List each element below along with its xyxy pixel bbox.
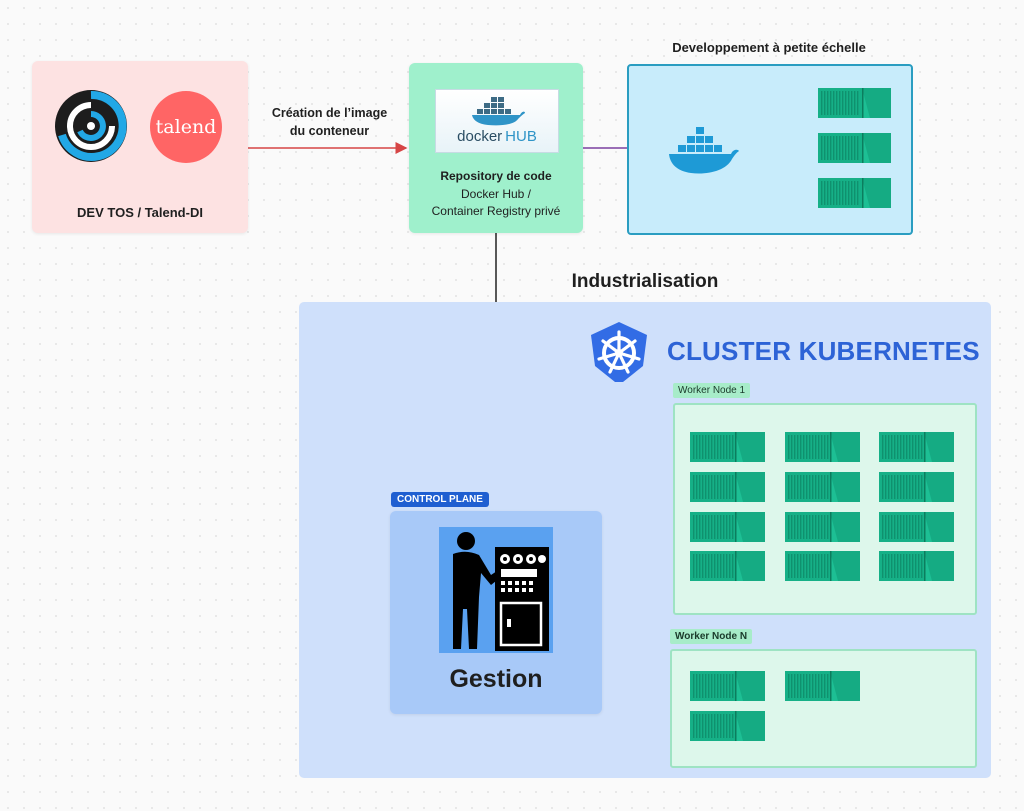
container-server-icon: [785, 472, 860, 502]
container-server-icon: [818, 178, 891, 208]
dev-card: talend DEV TOS / Talend-DI: [32, 61, 248, 233]
container-server-icon: [690, 432, 765, 462]
talend-open-studio-spiral-icon: [54, 89, 128, 163]
small-scale-title: Developpement à petite échelle: [672, 40, 866, 55]
talend-logo: talend: [150, 91, 222, 163]
control-plane-label: Gestion: [449, 665, 543, 693]
worker-node-1-tag: Worker Node 1: [673, 383, 751, 398]
worker-node-n-tag: Worker Node N: [670, 629, 753, 644]
repo-title: Repository de code: [440, 169, 552, 183]
talend-logo-text: talend: [155, 116, 217, 138]
cluster-title: CLUSTER KUBERNETES: [667, 336, 980, 366]
container-server-icon: [690, 711, 765, 741]
image-creation-label: Création de l’image du conteneur: [271, 106, 388, 138]
container-server-icon: [785, 551, 860, 581]
docker-whale-icon: [472, 97, 525, 126]
container-server-icon: [690, 472, 765, 502]
industrialisation-title: Industrialisation: [571, 271, 719, 292]
container-server-icon: [879, 551, 954, 581]
container-server-icon: [879, 512, 954, 542]
container-server-icon: [818, 88, 891, 118]
operator-machine-icon: [439, 527, 553, 653]
container-server-icon: [785, 671, 860, 701]
control-plane-tag: CONTROL PLANE: [391, 492, 489, 507]
repo-line1: Docker Hub /: [460, 187, 532, 201]
worker-node-n: [670, 649, 977, 768]
kubernetes-helm-icon: [586, 320, 652, 384]
control-plane-card: Gestion: [390, 511, 602, 714]
container-server-icon: [785, 512, 860, 542]
docker-whale-icon: [669, 127, 739, 174]
container-server-icon: [690, 551, 765, 581]
dev-label: DEV TOS / Talend-DI: [77, 205, 203, 220]
container-server-icon: [879, 472, 954, 502]
container-server-icon: [785, 432, 860, 462]
container-server-icon: [690, 671, 765, 701]
container-server-icon: [879, 432, 954, 462]
container-server-icon: [690, 512, 765, 542]
repo-line2: Container Registry privé: [431, 204, 561, 218]
container-server-icon: [818, 133, 891, 163]
